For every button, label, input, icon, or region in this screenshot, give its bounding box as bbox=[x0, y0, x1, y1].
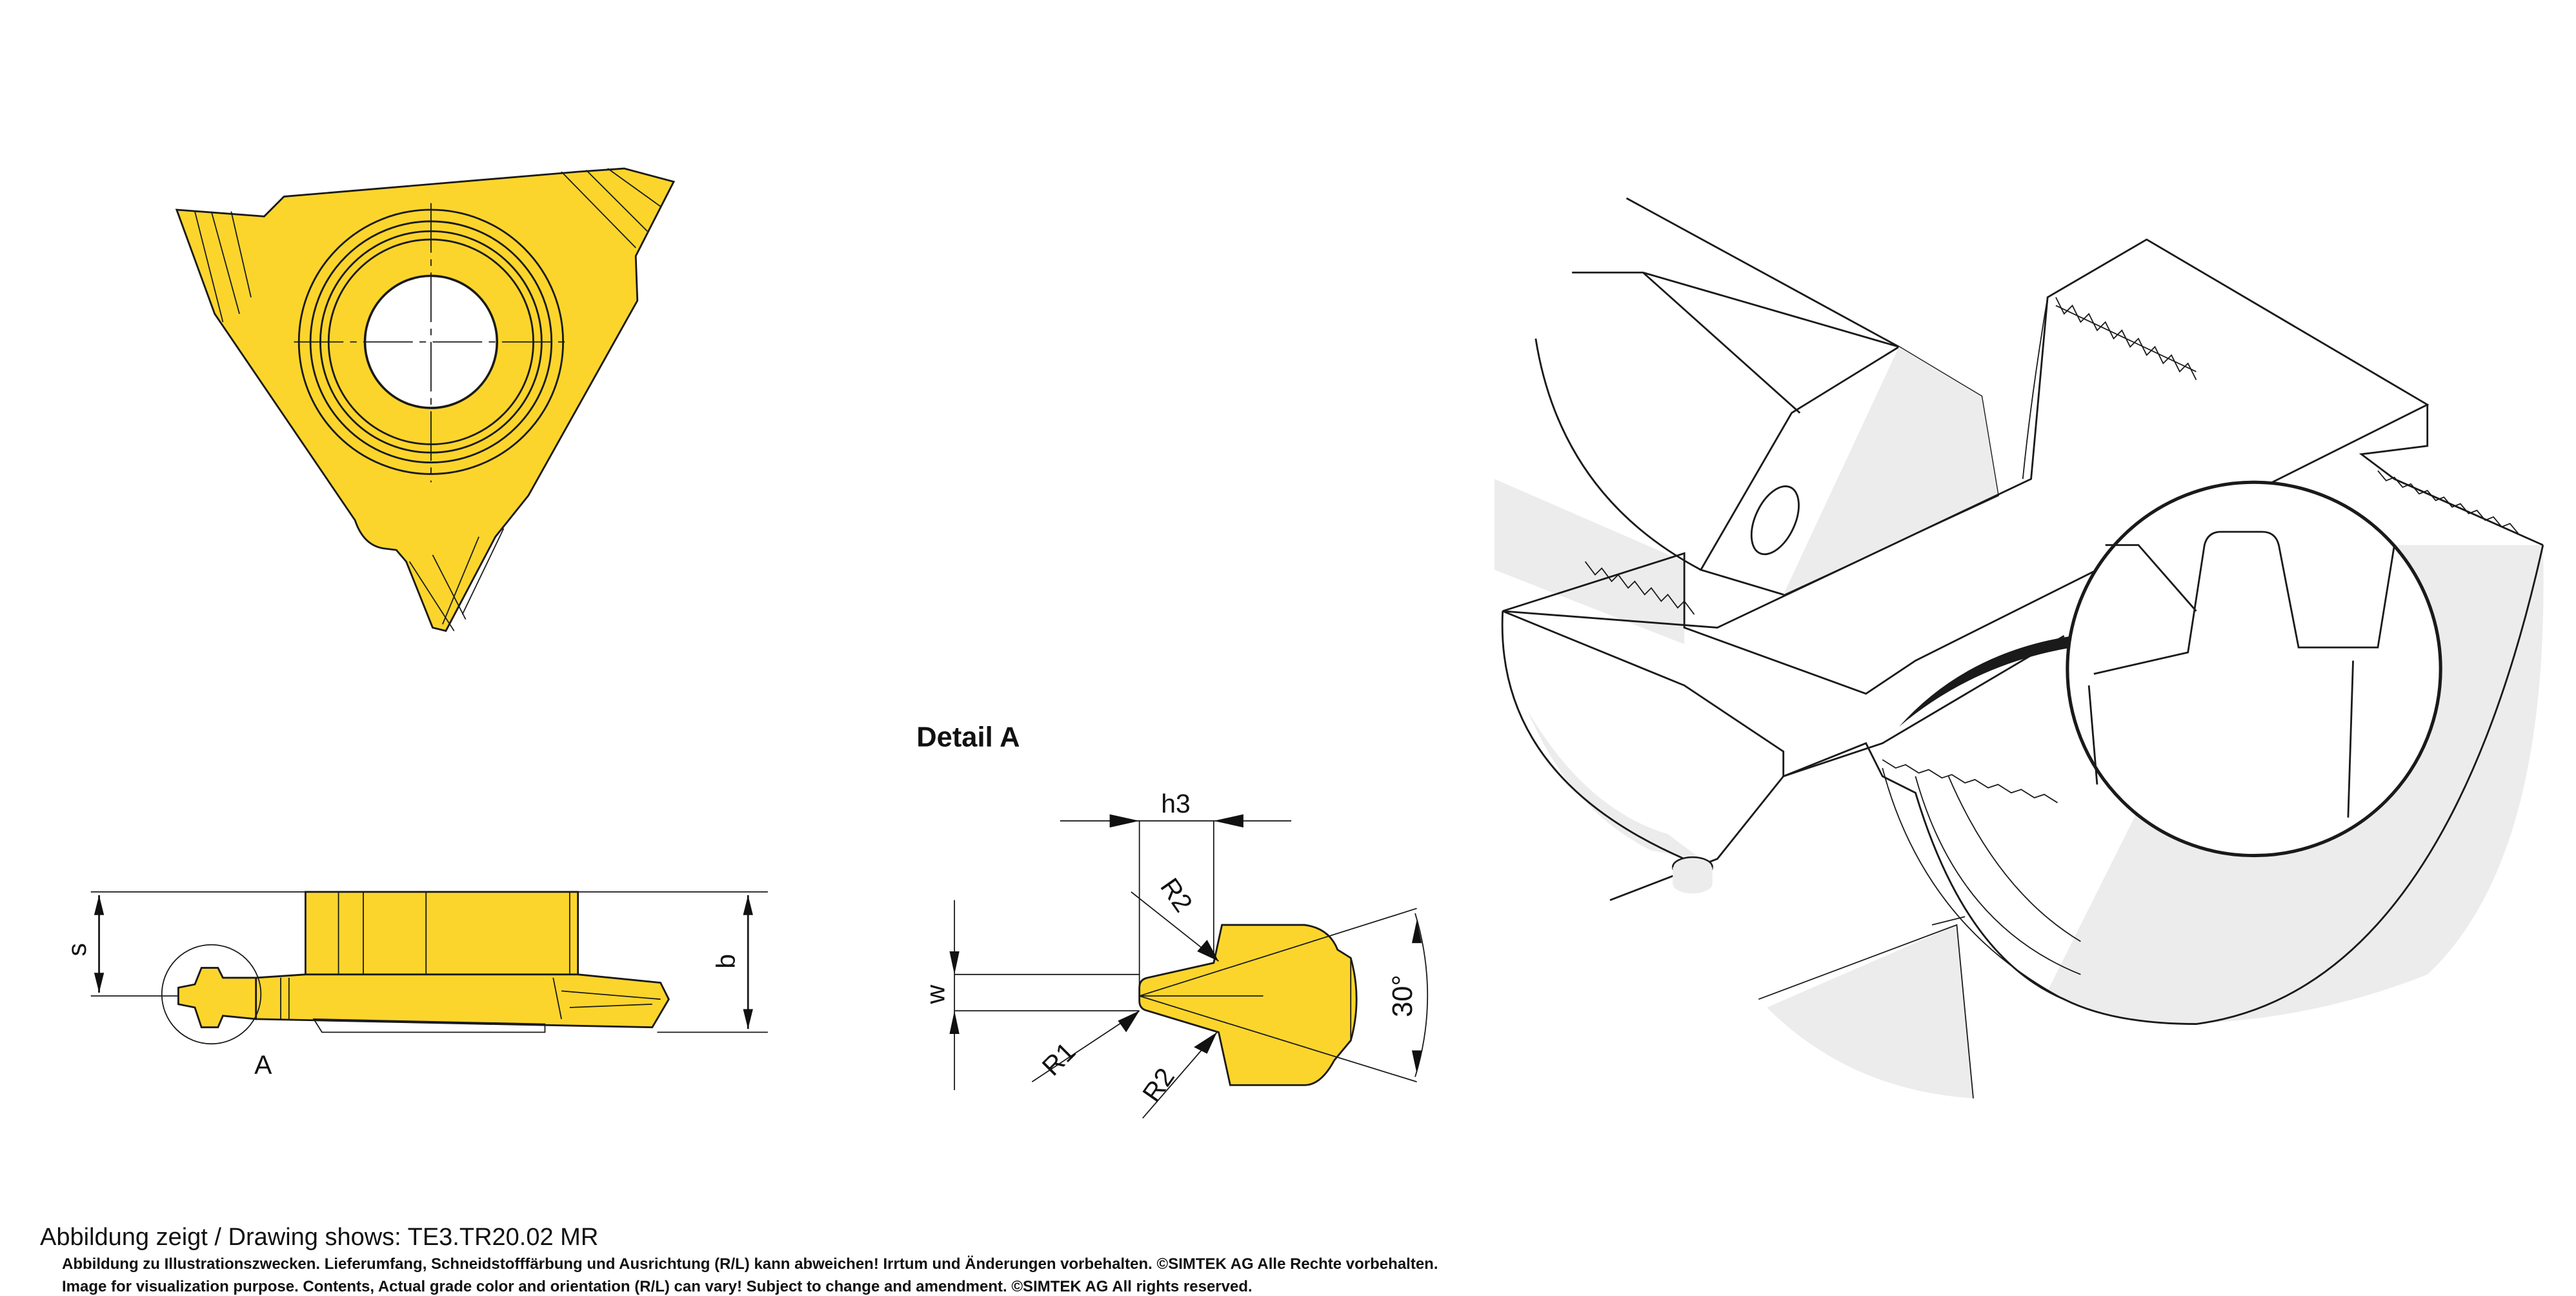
insert-top-view bbox=[175, 167, 676, 633]
detail-title: Detail A bbox=[916, 722, 1020, 753]
dim-r2-bottom-label: R2 bbox=[1136, 1062, 1180, 1107]
disclaimer-german: Abbildung zu Illustrationszwecken. Liefe… bbox=[62, 1255, 1438, 1273]
disclaimer-english: Image for visualization purpose. Content… bbox=[62, 1278, 1253, 1295]
application-illustration bbox=[1494, 197, 2544, 1099]
dim-b-label: b bbox=[711, 954, 741, 969]
insert-side-view: s b A bbox=[62, 891, 768, 1079]
thread-teeth-top bbox=[1584, 297, 2519, 615]
dim-s-label: s bbox=[62, 943, 92, 956]
detail-a: Detail A h3 w R2 R1 R2 30° bbox=[916, 722, 1429, 1119]
dim-r2-top-label: R2 bbox=[1154, 873, 1198, 917]
dim-h3-label: h3 bbox=[1161, 789, 1191, 818]
dim-w-label: w bbox=[921, 984, 951, 1004]
detail-ref-label: A bbox=[254, 1049, 272, 1079]
dim-angle-label: 30° bbox=[1387, 975, 1418, 1017]
drawing-caption: Abbildung zeigt / Drawing shows: TE3.TR2… bbox=[40, 1224, 599, 1251]
